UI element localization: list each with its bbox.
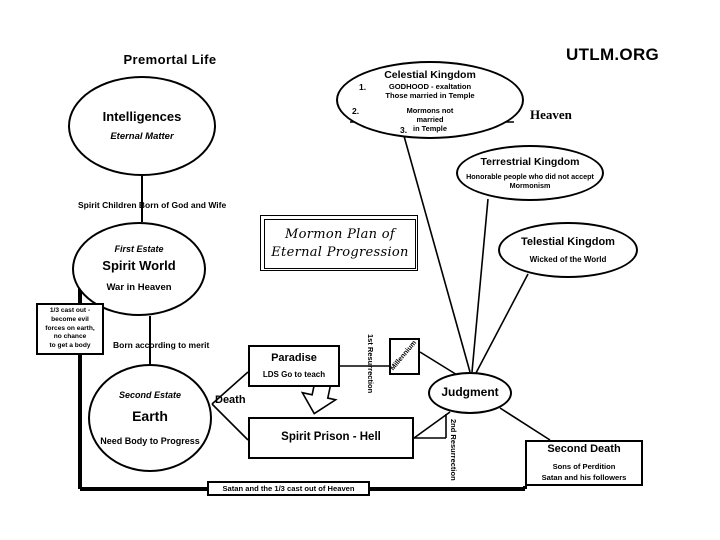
node-terrestrial-kingdom: Terrestrial Kingdom Honorable people who… (456, 145, 604, 201)
satan-bar-title: Satan and the 1/3 cast out of Heaven (222, 483, 355, 493)
node-spirit-prison: Spirit Prison - Hell (248, 417, 414, 459)
utlm-watermark: UTLM.ORG (566, 45, 660, 64)
node-celestial-kingdom: Celestial Kingdom GODHOOD - exaltation T… (336, 61, 524, 139)
telestial-note: Wicked of the World (529, 254, 607, 264)
death-label: Death (215, 394, 246, 406)
diagram-title-box: Mormon Plan of Eternal Progression (260, 215, 418, 271)
diagram-title-line2: Eternal Progression (271, 245, 409, 260)
second-resurrection-label: 2nd Resurrection (440, 419, 502, 481)
cast-out-line5: to get a body (49, 342, 91, 350)
paradise-title: Paradise (271, 352, 317, 365)
spirit-children-label: Spirit Children Born of God and Wife (78, 200, 227, 210)
spirit-prison-title: Spirit Prison - Hell (281, 431, 381, 444)
node-second-death: Second Death Sons of Perdition Satan and… (525, 440, 643, 486)
second-death-line1: Sons of Perdition (552, 461, 616, 471)
judgment-title: Judgment (441, 385, 499, 400)
celestial-mid-line1: Mormons not (406, 106, 454, 115)
terrestrial-line1: Honorable people who did not accept (466, 171, 594, 181)
node-satan-bar: Satan and the 1/3 cast out of Heaven (207, 481, 370, 496)
cast-out-line3: forces on earth, (45, 324, 95, 332)
celestial-tier1-line1: GODHOOD - exaltation (388, 82, 472, 91)
premortal-life-label: Premortal Life (123, 52, 217, 67)
node-paradise: Paradise LDS Go to teach (248, 345, 340, 387)
node-telestial-kingdom: Telestial Kingdom Wicked of the World (498, 222, 638, 278)
node-millennium: Millennium (389, 338, 420, 375)
cast-out-line2: become evil (51, 315, 89, 323)
celestial-tier1-number: 1. (359, 82, 367, 92)
spirit-world-note: War in Heaven (106, 281, 172, 293)
earth-estate: Second Estate (118, 390, 182, 401)
second-death-title: Second Death (547, 443, 621, 456)
diagram-title-line1: Mormon Plan of (284, 227, 395, 243)
terrestrial-title: Terrestrial Kingdom (480, 155, 580, 168)
heaven-label: Heaven (530, 107, 572, 122)
telestial-title: Telestial Kingdom (521, 236, 615, 249)
born-according-to-merit-label: Born according to merit (113, 340, 210, 350)
node-spirit-world: First Estate Spirit World War in Heaven (72, 222, 206, 316)
celestial-tier1-line2: Those married in Temple (385, 91, 475, 100)
earth-note: Need Body to Progress (100, 435, 200, 446)
first-resurrection-text: 1st Resurrection (366, 334, 375, 394)
second-resurrection-text: 2nd Resurrection (449, 419, 458, 481)
spirit-world-estate: First Estate (114, 244, 164, 255)
celestial-mid-line2: married (416, 115, 444, 124)
spirit-world-title: Spirit World (102, 257, 176, 273)
celestial-mid-line3: in Temple (413, 124, 447, 133)
node-earth: Second Estate Earth Need Body to Progres… (88, 364, 212, 472)
paradise-note: LDS Go to teach (262, 370, 326, 380)
node-cast-out: 1/3 cast out - become evil forces on ear… (36, 303, 104, 355)
earth-title: Earth (132, 408, 168, 425)
cast-out-line1: 1/3 cast out - (49, 307, 91, 315)
millennium-title: Millennium (389, 339, 419, 373)
node-intelligences: Intelligences Eternal Matter (68, 76, 216, 176)
second-death-line2: Satan and his followers (541, 472, 627, 482)
cast-out-line4: no chance (53, 333, 87, 341)
celestial-tier2-number: 2. (352, 106, 360, 116)
node-judgment: Judgment (428, 372, 512, 414)
celestial-tier3-number: 3. (400, 125, 408, 135)
celestial-title: Celestial Kingdom (384, 69, 476, 81)
intelligences-title: Intelligences (102, 108, 182, 124)
terrestrial-line2: Mormonism (509, 181, 551, 191)
intelligences-subtitle: Eternal Matter (110, 130, 174, 142)
